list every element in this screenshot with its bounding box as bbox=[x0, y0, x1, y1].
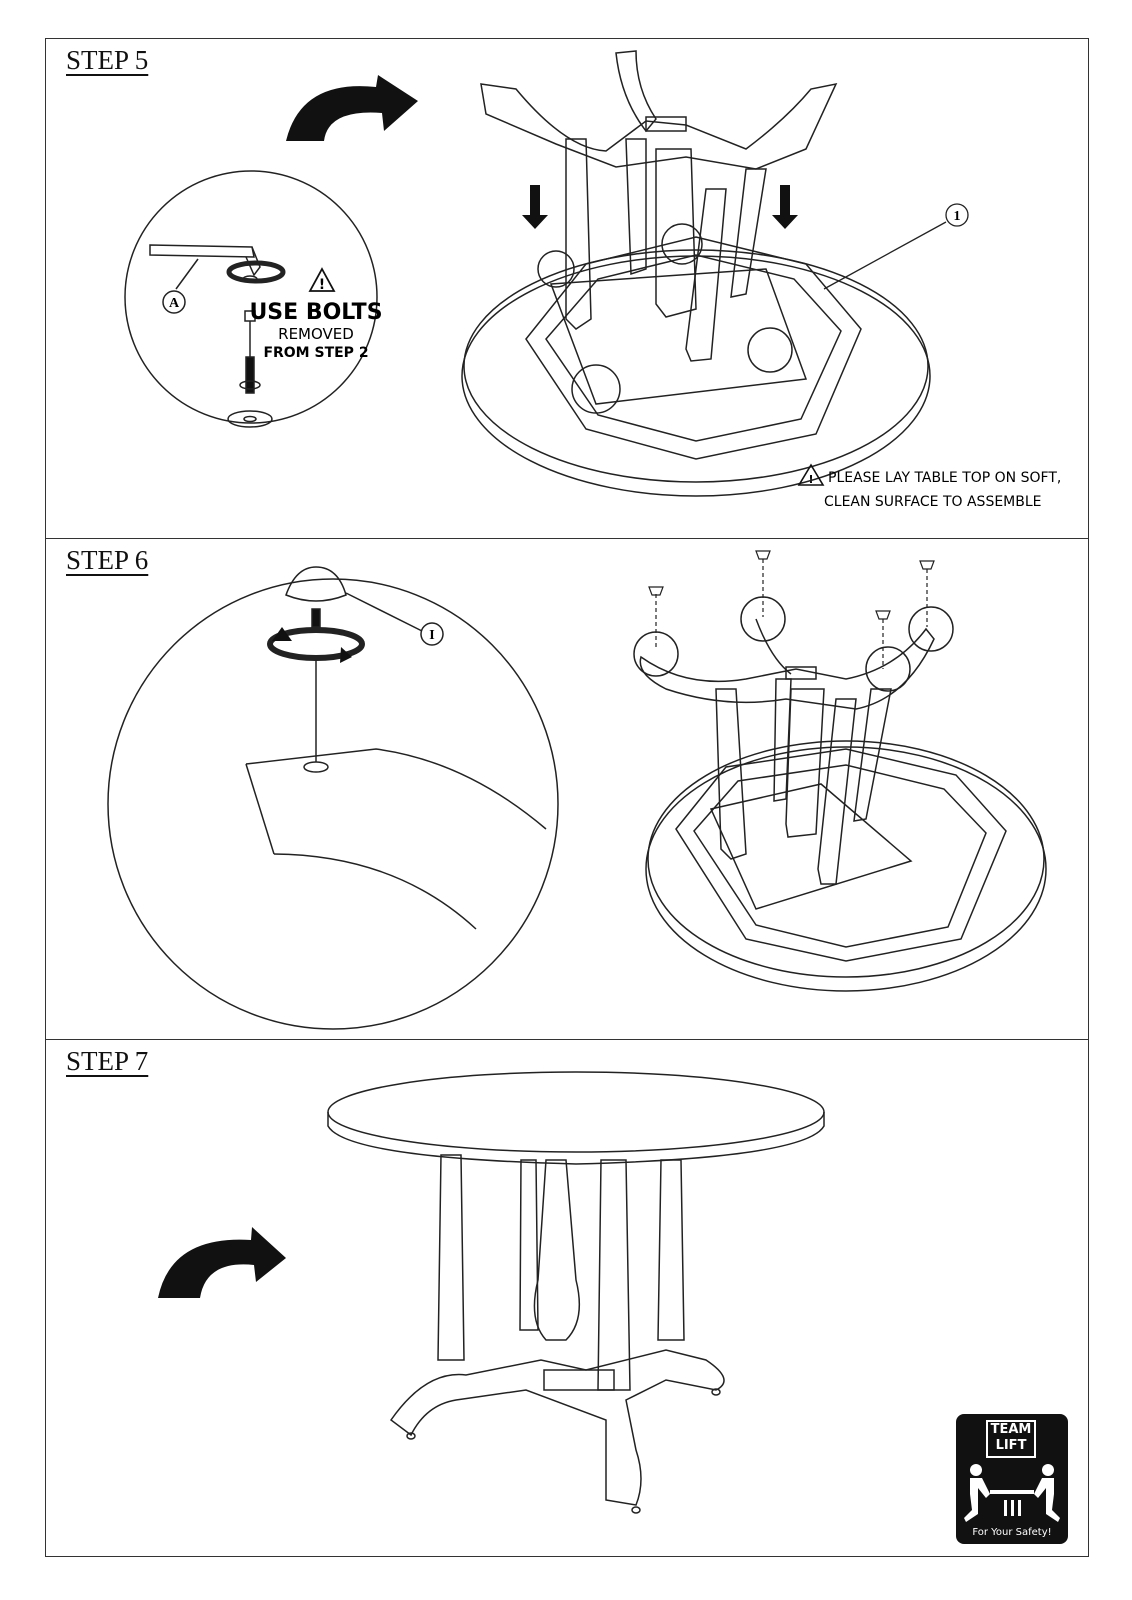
assembled-table bbox=[327, 1071, 825, 1514]
use-bolts-heading: USE BOLTS bbox=[249, 300, 382, 325]
leveler-foot-icons bbox=[648, 550, 935, 620]
lay-table-note-line-2: CLEAN SURFACE TO ASSEMBLE bbox=[824, 494, 1042, 510]
rotate-arrow-icon bbox=[272, 627, 352, 663]
warning-icon: ! bbox=[797, 463, 825, 486]
bolt-detail-circle bbox=[124, 170, 378, 428]
bolt-icon bbox=[227, 275, 273, 428]
from-step-text: FROM STEP 2 bbox=[263, 345, 368, 361]
hex-key-icon bbox=[149, 244, 261, 277]
team-lift-line-1: TEAM bbox=[990, 1422, 1032, 1437]
team-lift-footer: For Your Safety! bbox=[972, 1527, 1052, 1538]
team-lift-badge: TEAM LIFT For Your Safety! bbox=[956, 1414, 1068, 1544]
leveler-detail-circle bbox=[107, 566, 559, 1030]
lay-table-note-line-1: PLEASE LAY TABLE TOP ON SOFT, bbox=[828, 470, 1061, 486]
svg-text:!: ! bbox=[319, 277, 325, 293]
team-lift-sign: TEAM LIFT bbox=[986, 1420, 1036, 1458]
part-1-callout bbox=[823, 203, 969, 290]
rotate-arrow-icon bbox=[158, 1227, 286, 1298]
table-top-upside-down bbox=[461, 50, 931, 497]
part-i-label: I bbox=[429, 628, 434, 643]
rotate-arrow-icon bbox=[286, 75, 418, 141]
step-6-panel: STEP 6 I bbox=[45, 538, 1089, 1041]
leveler-drop-lines bbox=[655, 559, 928, 669]
part-1-label: 1 bbox=[954, 209, 961, 224]
step-7-title: STEP 7 bbox=[66, 1046, 149, 1076]
step-5-panel: STEP 5 bbox=[45, 38, 1089, 540]
step-5-illustration: A ! USE BOLTS REMOVED FROM STEP 2 bbox=[124, 50, 1061, 510]
warning-icon: ! bbox=[308, 267, 336, 293]
step-6-title: STEP 6 bbox=[66, 545, 149, 575]
step-7-illustration bbox=[158, 1071, 825, 1514]
step-5-title: STEP 5 bbox=[66, 45, 149, 75]
down-arrow-icon bbox=[522, 185, 798, 229]
step-6-illustration: I bbox=[107, 550, 1047, 1030]
team-lift-line-2: LIFT bbox=[995, 1438, 1027, 1453]
svg-text:!: ! bbox=[808, 473, 813, 486]
removed-text: REMOVED bbox=[278, 325, 354, 343]
part-a-label: A bbox=[169, 296, 180, 311]
table-upside-down-levelers bbox=[633, 596, 1047, 992]
step-7-panel: STEP 7 TEAM LIFT bbox=[45, 1039, 1089, 1557]
team-lift-icon bbox=[964, 1464, 1060, 1522]
